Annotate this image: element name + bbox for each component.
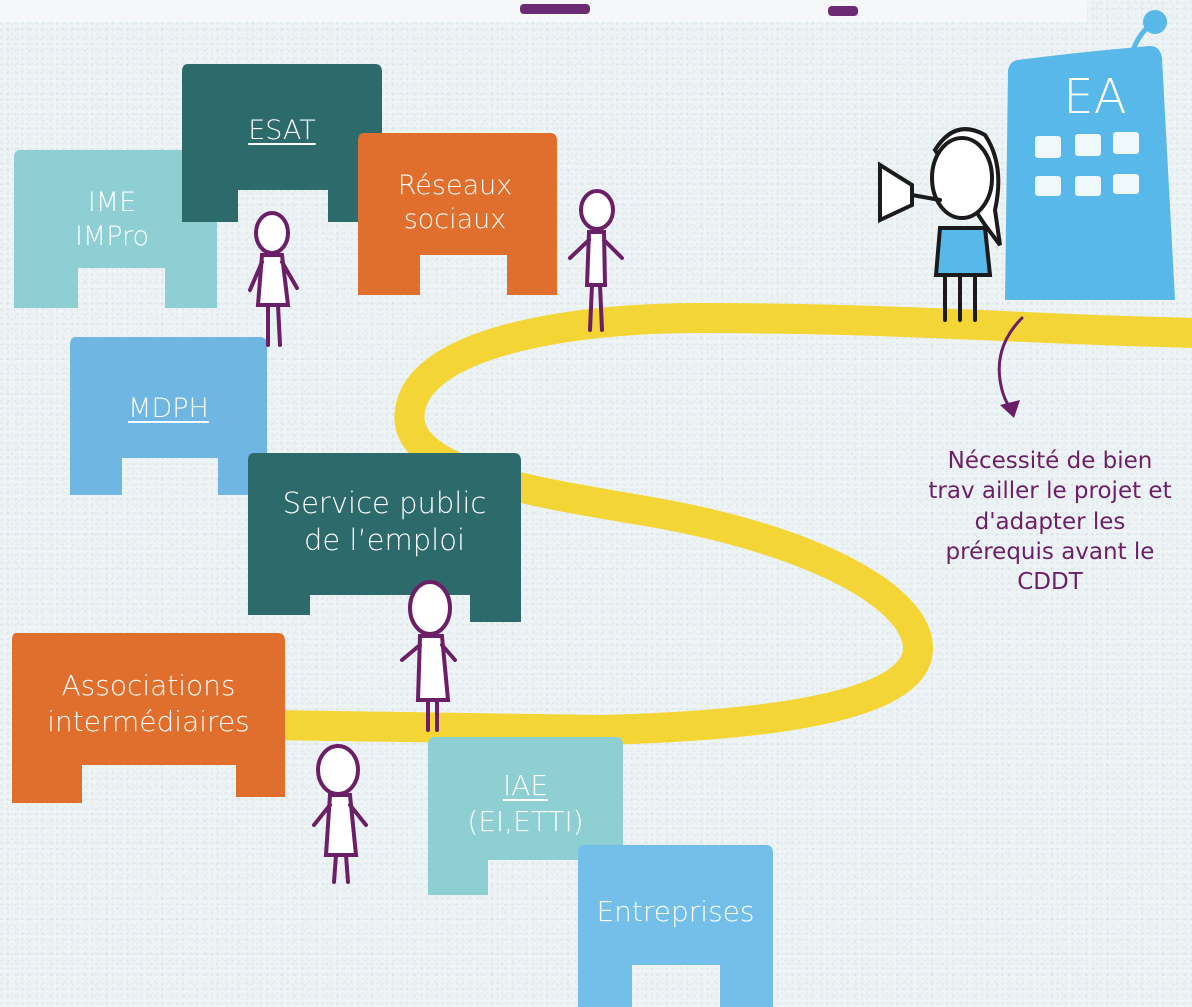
building-entreprises[interactable] xyxy=(578,845,773,1007)
header-title-fragment xyxy=(828,6,858,16)
person-figure xyxy=(248,211,299,347)
building-iae[interactable] xyxy=(428,737,623,895)
header-title-fragment xyxy=(520,4,590,14)
person-with-megaphone xyxy=(878,127,1002,322)
arrow-head-icon xyxy=(1000,400,1020,418)
building-associations[interactable] xyxy=(12,633,285,803)
curved-arrow-icon xyxy=(997,316,1024,412)
annotation-note: Nécessité de bien trav ailler le projet … xyxy=(928,448,1172,596)
building-mdph[interactable] xyxy=(70,337,267,495)
building-ime[interactable] xyxy=(14,150,217,308)
ea-label: EA xyxy=(1063,69,1126,125)
header-banner xyxy=(0,0,1087,22)
building-esat[interactable] xyxy=(182,64,382,222)
building-reseaux[interactable] xyxy=(358,133,557,295)
person-figure xyxy=(400,580,457,732)
building-service-public[interactable] xyxy=(248,453,521,622)
building-ea[interactable]: EA xyxy=(1005,10,1175,300)
person-figure xyxy=(568,189,624,332)
person-figure xyxy=(312,744,368,884)
